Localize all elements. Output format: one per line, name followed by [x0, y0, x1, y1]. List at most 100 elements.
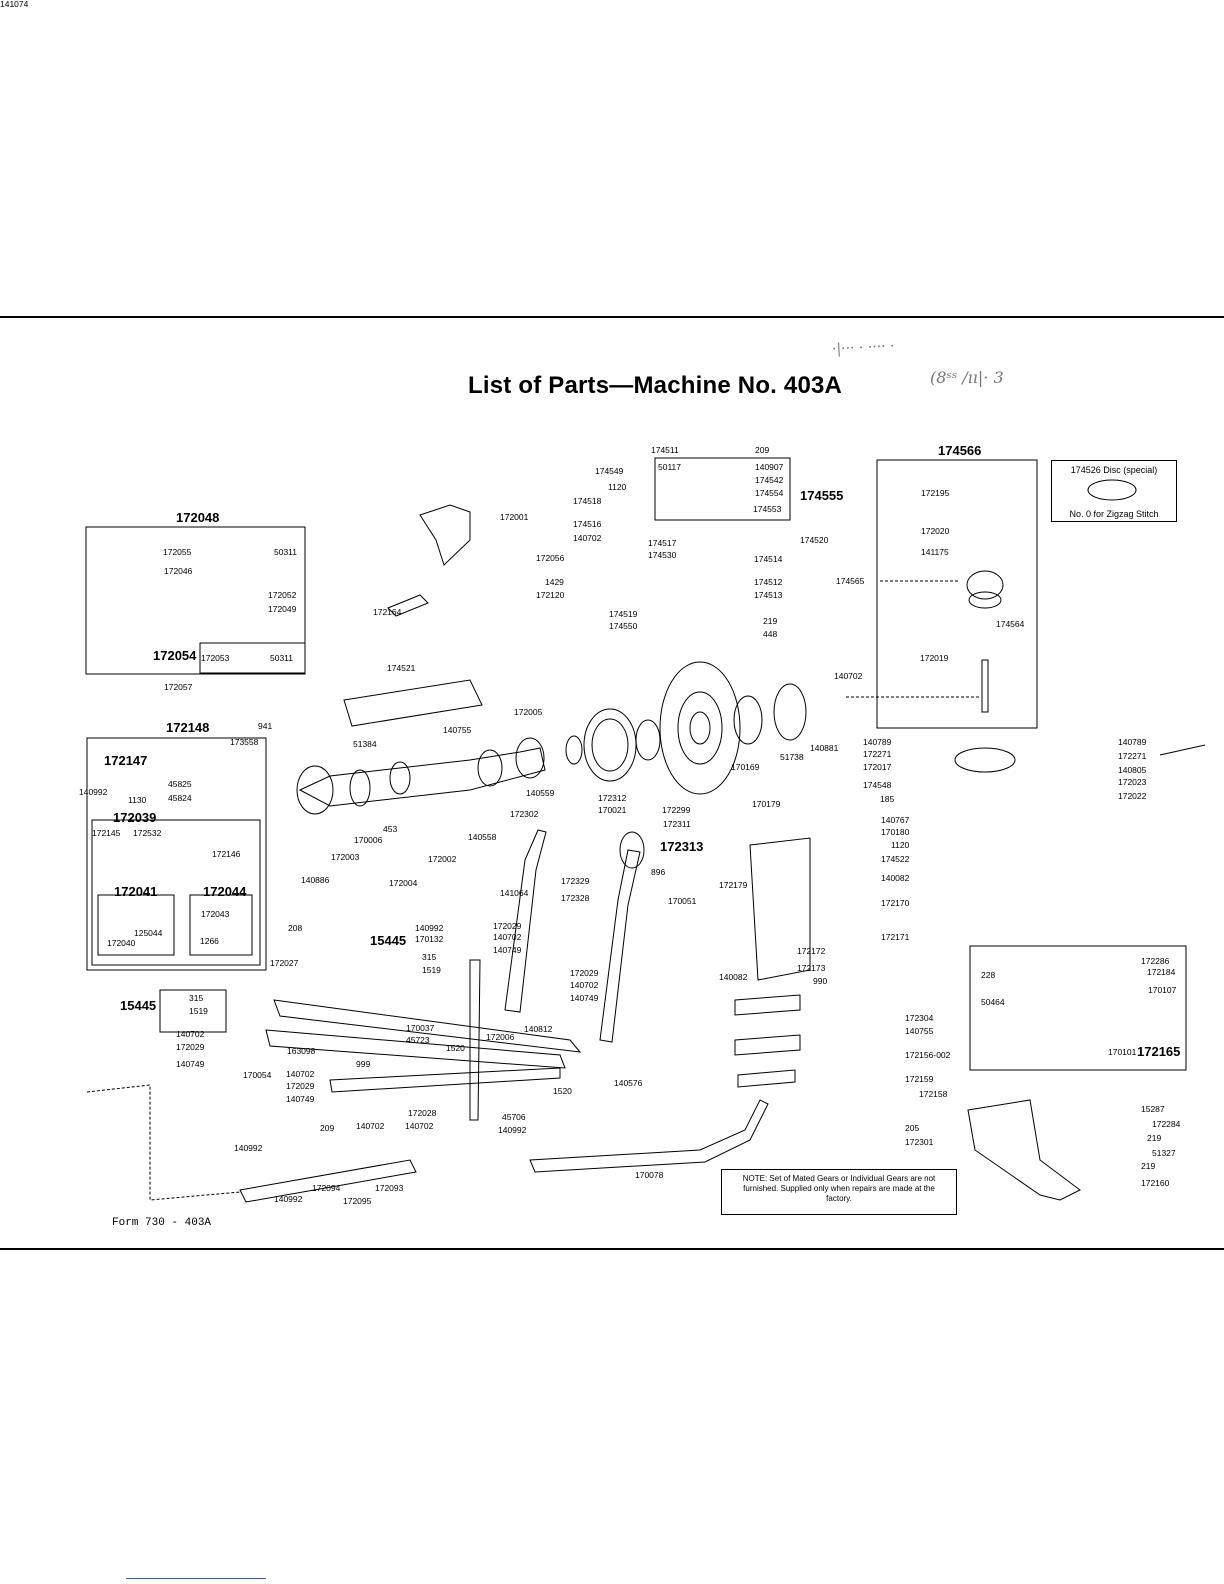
group-172048: 172048 — [176, 510, 220, 525]
box-174555 — [654, 457, 791, 521]
part-label: 172120 — [536, 590, 565, 600]
part-label: 172049 — [268, 604, 297, 614]
part-label: 174549 — [595, 466, 624, 476]
box-172165 — [969, 945, 1187, 1071]
part-label: 172160 — [1141, 1178, 1170, 1188]
part-label: 174517 — [648, 538, 677, 548]
part-label: 1120 — [608, 482, 627, 492]
part-label: 50117 — [658, 462, 682, 472]
part-label: 51384 — [353, 739, 377, 749]
part-label: 205 — [905, 1123, 920, 1133]
part-label: 170006 — [354, 835, 383, 845]
part-label: 172304 — [905, 1013, 934, 1023]
part-label: 170101 — [1108, 1047, 1137, 1057]
part-label: 172056 — [536, 553, 565, 563]
part-label: 140576 — [614, 1078, 643, 1088]
part-label: 172001 — [500, 512, 529, 522]
top-border — [0, 316, 1224, 318]
group-172039: 172039 — [113, 810, 157, 825]
part-label: 172328 — [561, 893, 590, 903]
part-label: 140702 — [356, 1121, 385, 1131]
group-172147: 172147 — [104, 753, 148, 768]
part-label: 173558 — [230, 737, 259, 747]
part-label: 140702 — [570, 980, 599, 990]
part-label: 140749 — [176, 1059, 205, 1069]
part-label: 141074 — [0, 0, 29, 9]
part-label: 172028 — [408, 1108, 437, 1118]
part-label: 45824 — [168, 793, 192, 803]
part-label: 315 — [422, 952, 437, 962]
part-label: 172043 — [201, 909, 230, 919]
part-label: 174519 — [609, 609, 638, 619]
part-label: 50464 — [981, 997, 1005, 1007]
part-label: 1520 — [446, 1043, 465, 1053]
handwritten-note-2: (8ˢˢ /ıı|· 3 — [930, 368, 1004, 387]
rock-shaft — [273, 999, 582, 1053]
part-label: 174511 — [651, 445, 679, 455]
part-label: 174553 — [753, 504, 782, 514]
part-label: 140755 — [905, 1026, 934, 1036]
part-label: 228 — [981, 970, 996, 980]
part-label: 170179 — [752, 799, 781, 809]
part-label: 172029 — [570, 968, 599, 978]
part-label: 140082 — [719, 972, 748, 982]
part-label: 219 — [1141, 1161, 1156, 1171]
group-174555: 174555 — [800, 488, 844, 503]
part-label: 172184 — [1147, 967, 1176, 977]
part-label: 999 — [356, 1059, 371, 1069]
part-label: 208 — [288, 923, 303, 933]
part-label: 172017 — [863, 762, 892, 772]
part-label: 172311 — [663, 819, 691, 829]
part-label: 140812 — [524, 1024, 553, 1034]
part-label: 172329 — [561, 876, 590, 886]
part-label: 172170 — [881, 898, 910, 908]
box-15445 — [159, 989, 227, 1033]
part-label: 172095 — [343, 1196, 372, 1206]
box-172039 — [91, 819, 261, 966]
part-label: 1520 — [553, 1086, 572, 1096]
part-label: 140702 — [286, 1069, 315, 1079]
part-label: 140702 — [405, 1121, 434, 1131]
part-label: 172312 — [598, 793, 627, 803]
box-172148 — [86, 737, 267, 971]
part-label: 163098 — [287, 1046, 316, 1056]
form-number: Form 730 - 403A — [112, 1217, 212, 1229]
part-label: 174522 — [881, 854, 910, 864]
part-label: 170078 — [635, 1170, 664, 1180]
part-label: 140702 — [834, 671, 863, 681]
part-label: 315 — [189, 993, 204, 1003]
part-label: 172003 — [331, 852, 360, 862]
part-label: 172159 — [905, 1074, 934, 1084]
part-label: 172271 — [1118, 751, 1147, 761]
box-172048 — [85, 526, 306, 675]
part-label: 172171 — [881, 932, 910, 942]
part-label: 15287 — [1141, 1104, 1165, 1114]
part-label: 140805 — [1118, 765, 1147, 775]
part-label: 170132 — [415, 934, 444, 944]
part-label: 172020 — [921, 526, 950, 536]
part-label: 453 — [383, 824, 398, 834]
group-172054: 172054 — [153, 648, 197, 663]
part-label: 185 — [880, 794, 895, 804]
part-label: 172164 — [373, 607, 402, 617]
vertical-rod — [469, 959, 481, 1121]
part-label: 174565 — [836, 576, 865, 586]
part-label: 140907 — [755, 462, 784, 472]
group-15445-b: 15445 — [120, 998, 157, 1013]
part-label: 172052 — [268, 590, 297, 600]
part-label: 172284 — [1152, 1119, 1181, 1129]
part-label: 172006 — [486, 1032, 515, 1042]
part-label: 45825 — [168, 779, 192, 789]
group-172148: 172148 — [166, 720, 210, 735]
part-label: 172004 — [389, 878, 418, 888]
part-label: 174521 — [387, 663, 416, 673]
plate-172158 — [737, 1069, 796, 1088]
part-label: 209 — [320, 1123, 335, 1133]
slide-plate-174521 — [343, 679, 483, 727]
part-label: 172057 — [164, 682, 193, 692]
part-label: 896 — [651, 867, 666, 877]
part-label: 172005 — [514, 707, 543, 717]
part-label: 140702 — [176, 1029, 205, 1039]
note-box: NOTE: Set of Mated Gears or Individual G… — [721, 1169, 957, 1215]
